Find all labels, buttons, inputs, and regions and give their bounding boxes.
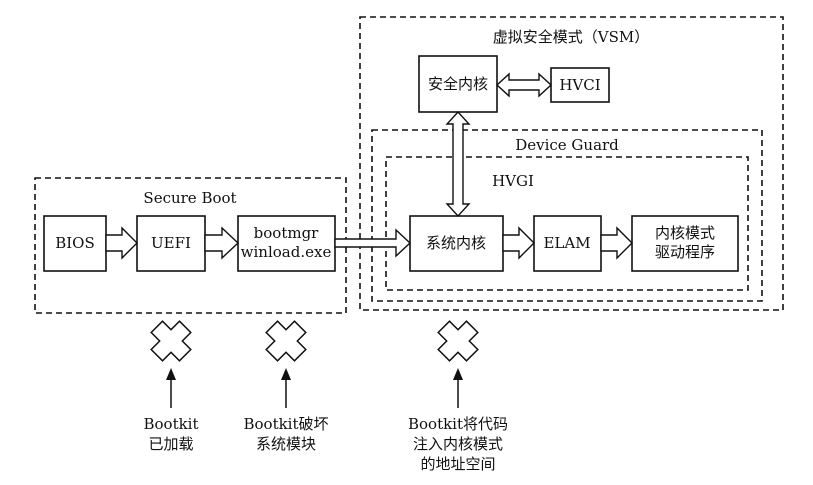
attack-arrow-1: [166, 368, 176, 408]
system-kernel-label: 系统内核: [425, 234, 487, 252]
hvci-box: [550, 67, 610, 103]
attack-cross-2-icon: [265, 320, 307, 362]
arrow-elam-drivers: [600, 226, 633, 260]
arrow-kernel-elam: [502, 226, 535, 260]
secure-boot-region: [34, 177, 347, 314]
attack-cross-1-icon: [150, 320, 192, 362]
attack-arrow-3: [453, 368, 463, 408]
arrow-bios-uefi: [105, 226, 138, 260]
device-guard-title: Device Guard: [515, 136, 619, 154]
arrow-secure-kernel-hvci: [495, 72, 553, 98]
elam-label: ELAM: [543, 234, 591, 252]
hvci-label: HVCI: [559, 76, 601, 94]
hvgi-region: [385, 156, 749, 291]
attack-note-2: Bootkit破坏 系统模块: [243, 415, 329, 453]
attack-cross-3-icon: [437, 320, 479, 362]
kernel-mode-drivers-box: [631, 215, 739, 272]
attack-note-1: Bootkit 已加载: [143, 415, 199, 453]
secure-kernel-label: 安全内核: [427, 75, 489, 93]
bootmgr-label: bootmgr winload.exe: [240, 224, 332, 261]
attack-arrow-2: [281, 368, 291, 408]
bootmgr-box: [237, 215, 336, 272]
kernel-mode-drivers-label: 内核模式 驱动程序: [654, 224, 716, 261]
bios-label: BIOS: [55, 234, 95, 252]
uefi-label: UEFI: [151, 234, 191, 252]
secure-kernel-box: [418, 55, 498, 113]
arrow-bootmgr-kernel: [334, 228, 412, 258]
bios-box: [43, 215, 107, 272]
vsm-region: [359, 16, 784, 311]
secure-boot-title: Secure Boot: [143, 189, 237, 207]
hvgi-title: HVGI: [492, 172, 534, 190]
vsm-title: 虚拟安全模式（VSM）: [492, 28, 650, 46]
device-guard-region: [371, 129, 763, 302]
arrow-secure-kernel-system-kernel: [445, 110, 471, 218]
attack-note-3: Bootkit将代码 注入内核模式 的地址空间: [407, 415, 509, 473]
arrow-uefi-bootmgr: [204, 226, 240, 260]
